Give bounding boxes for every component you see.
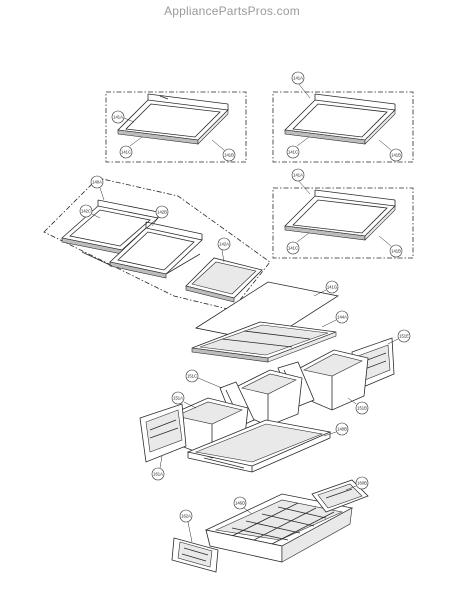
callout-label: 141B <box>391 249 401 254</box>
callout-label: 151A <box>173 396 183 401</box>
crisper-pan-support: 140B <box>186 419 349 473</box>
callout-label: 160B <box>357 481 367 486</box>
wire-shelf-middle-right <box>284 189 396 241</box>
callout-label: 142A <box>219 242 229 247</box>
shelf-box-middle-right: 141A 141C 141B <box>272 168 414 259</box>
callout-141c-1: 141C <box>119 136 143 159</box>
callout-141a-2: 141A <box>291 71 311 99</box>
callout-label: 151B <box>357 406 367 411</box>
callout-144a: 144A <box>321 310 349 328</box>
callout-label: 146D <box>235 501 245 506</box>
callout-label: 141C <box>288 246 298 251</box>
callout-141g: 141G <box>313 280 339 297</box>
callout-label: 141B <box>391 153 401 158</box>
shelf-box-top-right: 141A 141C 141B <box>272 71 414 163</box>
callout-label: 140B <box>337 427 347 432</box>
callout-140b: 140B <box>323 422 349 437</box>
callout-141b-3: 141B <box>378 235 403 258</box>
wire-shelf-top-left <box>117 93 229 145</box>
callout-label: 162A <box>181 514 191 519</box>
callout-label: 141A <box>113 115 123 120</box>
callout-142c: 142C <box>79 204 101 219</box>
callout-151c-1: 151C <box>185 369 223 389</box>
wire-shelf-top-right <box>284 93 396 145</box>
callout-146d: 146D <box>233 496 253 515</box>
drawer-bracket-left: 162A <box>171 509 219 573</box>
callout-141c-3: 141C <box>286 232 310 255</box>
callout-label: 141A <box>293 173 303 178</box>
folding-shelf-group: 140A 142C 142B 142A <box>43 175 271 311</box>
shelf-box-top-left: 141A 141C 141B <box>105 91 247 163</box>
callout-label: 144A <box>337 315 347 320</box>
callout-label: 141G <box>327 285 337 290</box>
site-watermark: AppliancePartsPros.com <box>164 4 300 18</box>
callout-label: 140A <box>92 180 102 185</box>
callout-141b-2: 141B <box>378 139 403 162</box>
callout-151e: 151E <box>387 329 411 345</box>
drawer-bracket-right: 160B <box>311 476 369 513</box>
crisper-cover-frame: 144A <box>191 310 349 363</box>
callout-162a: 162A <box>179 509 193 543</box>
freezer-drawer: 146D <box>204 493 354 563</box>
callout-label: 142B <box>157 210 167 215</box>
callout-label: 142C <box>81 209 91 214</box>
callout-141a-1: 141A <box>111 110 135 124</box>
callout-label: 151E <box>399 334 409 339</box>
callout-142b: 142B <box>151 205 169 227</box>
callout-label: 161A <box>153 472 163 477</box>
callout-151b: 151B <box>347 397 369 415</box>
glass-shelf-small <box>185 257 263 303</box>
callout-140a: 140A <box>90 175 105 201</box>
callout-142a: 142A <box>217 237 231 263</box>
crisper-pan-right: 151B <box>299 349 369 415</box>
callout-141a-3: 141A <box>291 168 311 195</box>
callout-161a: 161A <box>151 455 165 481</box>
callout-160b: 160B <box>345 476 369 491</box>
callout-label: 141C <box>288 150 298 155</box>
callout-141b-1: 141B <box>211 139 236 162</box>
callout-label: 141A <box>293 76 303 81</box>
callout-label: 141B <box>224 153 234 158</box>
callout-label: 141C <box>121 150 131 155</box>
callout-151a: 151A <box>171 391 197 409</box>
callout-label: 151C <box>187 374 197 379</box>
crisper-side-bracket-left: 161A <box>139 403 187 481</box>
callout-141c-2: 141C <box>286 136 310 159</box>
